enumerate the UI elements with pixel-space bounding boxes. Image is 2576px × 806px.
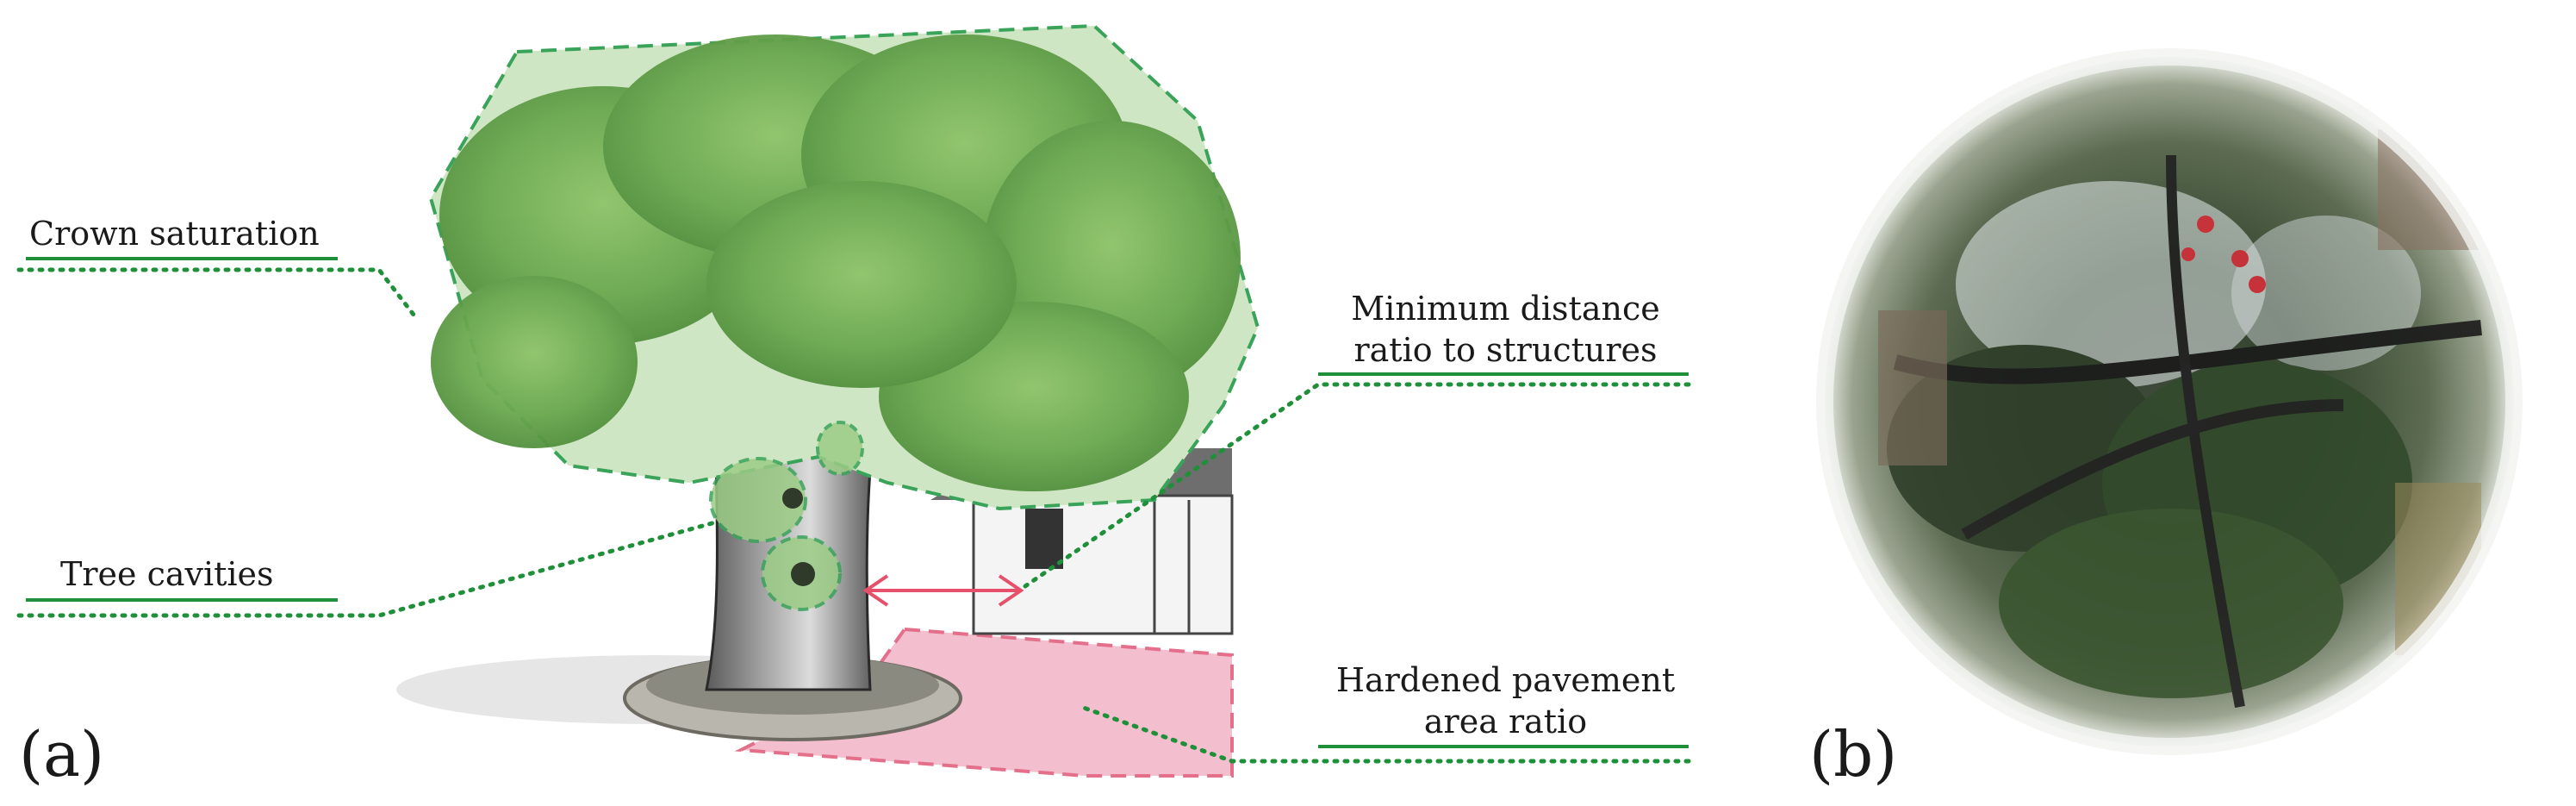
label-tree-cavities: Tree cavities xyxy=(60,555,274,593)
fisheye-photo xyxy=(1816,48,2523,755)
label-min-distance-line1: Minimum distance xyxy=(1351,290,1660,328)
panel-label-a: (a) xyxy=(19,718,105,790)
label-pavement-line2: area ratio xyxy=(1423,703,1588,740)
label-min-distance-line2: ratio to structures xyxy=(1353,331,1658,369)
leader-lines xyxy=(16,267,1691,764)
underline-distance xyxy=(1318,372,1689,376)
distance-arrow xyxy=(862,574,1024,607)
underline-crown xyxy=(26,257,338,260)
foliage xyxy=(431,34,1241,491)
panel-label-b: (b) xyxy=(1809,718,1898,790)
leader-cavities xyxy=(16,520,718,618)
leader-distance xyxy=(1023,382,1691,589)
label-crown-saturation: Crown saturation xyxy=(29,215,320,253)
tree-cavity-markers xyxy=(709,421,864,611)
leader-crown xyxy=(16,267,416,317)
underline-cavities xyxy=(26,598,338,602)
underline-pavement xyxy=(1318,745,1689,748)
label-pavement-line1: Hardened pavement xyxy=(1335,661,1676,699)
leader-pavement xyxy=(1079,704,1691,764)
